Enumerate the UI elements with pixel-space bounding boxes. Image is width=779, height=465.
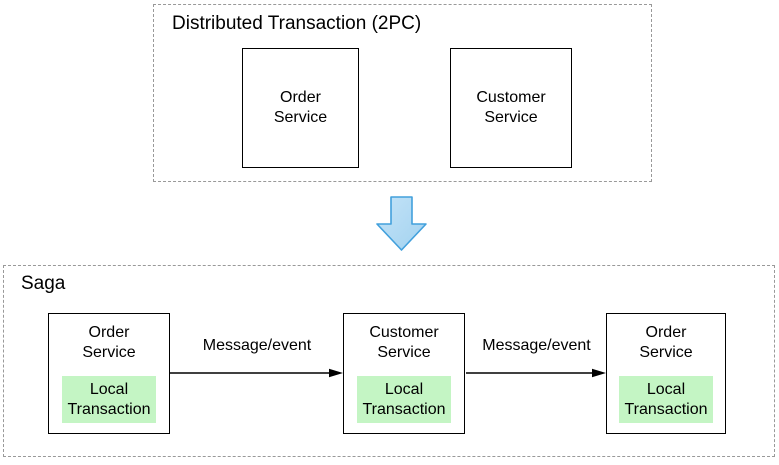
group-saga-title: Saga <box>21 273 66 294</box>
message-arrow-icon-1 <box>170 368 343 378</box>
group-2pc-title: Distributed Transaction (2PC) <box>172 13 422 34</box>
big-down-arrow-icon <box>376 196 427 251</box>
saga-node-customer-service-label: Customer Service <box>369 324 439 361</box>
local-transaction-box-1: Local Transaction <box>62 376 156 423</box>
node-2pc-order-service-label: Order Service <box>273 89 328 126</box>
saga-node-order-service-1: Order Service Local Transaction <box>48 313 170 434</box>
saga-node-order-service-2: Order Service Local Transaction <box>606 313 726 434</box>
local-transaction-box-2: Local Transaction <box>357 376 451 423</box>
saga-node-customer-service: Customer Service Local Transaction <box>343 313 465 434</box>
node-2pc-customer-service: Customer Service <box>450 48 572 168</box>
message-event-label-2: Message/event <box>482 337 591 354</box>
saga-node-order-service-1-label: Order Service <box>82 324 136 361</box>
group-distributed-transaction-2pc: Distributed Transaction (2PC) <box>153 4 652 182</box>
local-transaction-box-3: Local Transaction <box>619 376 713 423</box>
node-2pc-order-service: Order Service <box>242 48 359 168</box>
node-2pc-customer-service-label: Customer Service <box>476 89 546 126</box>
saga-node-order-service-2-label: Order Service <box>639 324 693 361</box>
message-event-label-1: Message/event <box>202 337 312 354</box>
message-arrow-icon-2 <box>466 368 606 378</box>
